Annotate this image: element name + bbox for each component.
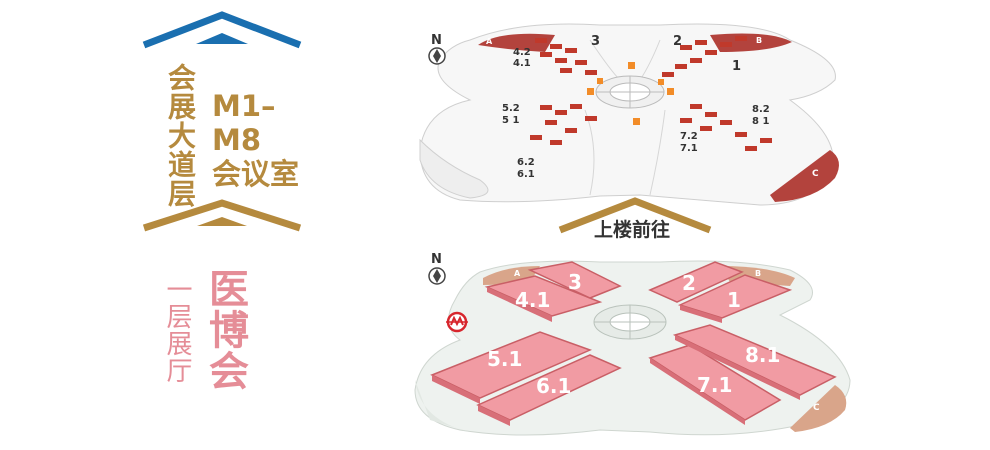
upper-meeting-rooms [530, 36, 772, 151]
metro-icon [446, 311, 468, 333]
upper-compass-icon [428, 47, 446, 65]
lower-level-title: 医博会 [202, 268, 248, 391]
lower-zone-a-label: A [514, 269, 521, 278]
upper-hall-1: 1 [732, 59, 741, 74]
lower-compass-icon [428, 267, 446, 285]
roof-icon-upper [142, 11, 302, 49]
upper-title-line1: M1–M8 [212, 89, 276, 157]
upper-hall-5-1: 5 1 [502, 115, 519, 126]
lower-hall-1-shape [677, 274, 793, 319]
upper-hall-6-2: 6.2 [517, 157, 535, 168]
lower-hall-1: 1 [727, 288, 741, 312]
lower-hall-4-1: 4.1 [515, 288, 550, 312]
upper-hall-8-2: 8.2 [752, 104, 770, 115]
upper-hall-8-1: 8 1 [752, 116, 769, 127]
lower-hall-5-1: 5.1 [487, 347, 522, 371]
upper-m-room-markers [587, 62, 674, 125]
lower-compass-label: N [431, 252, 442, 267]
upper-level-title: M1–M8 会议室 [212, 89, 322, 191]
lower-hall-3: 3 [568, 270, 582, 294]
roof-icon-center [558, 197, 712, 234]
upper-hall-2: 2 [673, 34, 682, 49]
upper-hall-7-2: 7.2 [680, 131, 698, 142]
upper-hall-3: 3 [591, 34, 600, 49]
lower-zone-c-label: C [813, 403, 820, 413]
upper-level-vertical-label: 会展大道层 [164, 63, 197, 208]
upper-hall-6-1: 6.1 [517, 169, 535, 180]
roof-icon-gold [142, 199, 302, 232]
lower-zone-b-label: B [755, 269, 761, 278]
upper-title-line2: 会议室 [212, 157, 300, 191]
lower-hall-3-shape [527, 261, 622, 299]
upper-zone-c [770, 150, 839, 202]
upper-zone-b-label: B [756, 36, 762, 45]
upper-hall-4-2: 4.2 [513, 47, 531, 58]
lower-hall-2: 2 [682, 271, 696, 295]
upper-compass-label: N [431, 33, 442, 48]
upper-hall-5-2: 5.2 [502, 103, 520, 114]
roof-icon-gold-inner [197, 217, 247, 226]
lower-zone-c [790, 385, 847, 432]
upper-zone-b [710, 33, 792, 52]
lower-hall-6-1: 6.1 [536, 374, 571, 398]
upper-hall-4-1: 4.1 [513, 58, 531, 69]
lower-hall-2-shape [648, 261, 744, 303]
lower-hall-7-1: 7.1 [697, 373, 732, 397]
upper-hall-7-1: 7.1 [680, 143, 698, 154]
go-upstairs-label: 上楼前往 [594, 219, 671, 241]
lower-hall-6-1-shape [476, 354, 622, 421]
upper-zone-a-label: A [486, 37, 493, 46]
roof-icon-upper-inner [196, 33, 248, 44]
upper-map-outline [419, 23, 836, 206]
upper-zone-c-label: C [812, 169, 819, 179]
lower-hall-8-1: 8.1 [745, 343, 780, 367]
lower-level-vertical-label: 一层展厅 [162, 276, 192, 384]
